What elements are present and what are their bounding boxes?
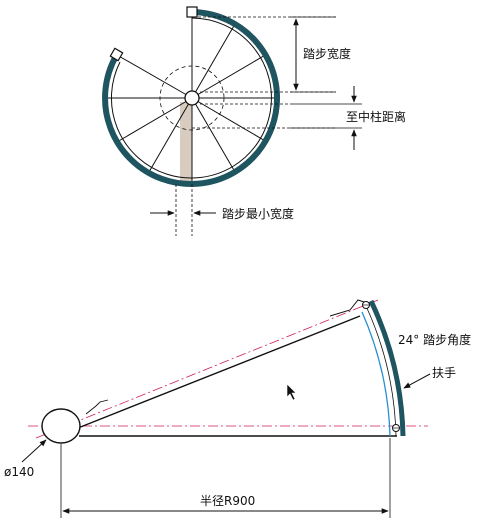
right-extension-lines: [290, 16, 362, 129]
step-plan-view: ø140 扶手 24° 踏步角度 半径R900: [4, 299, 471, 518]
center-post: [184, 90, 200, 106]
rail-inner-edge: [110, 17, 272, 179]
tread-spokes: [106, 14, 278, 184]
handrail-arc: [368, 299, 406, 437]
radius-extension-lines: [60, 438, 391, 518]
break-line-top: [329, 299, 365, 317]
handrail-leader: [403, 373, 431, 389]
step-outline: [77, 315, 397, 437]
mouse-cursor-icon: [286, 383, 297, 401]
walking-line: [159, 65, 225, 131]
tread-width-label: 踏步宽度: [303, 46, 351, 61]
spiral-top-view: 踏步宽度 至中柱距离 踏步最小宽度: [102, 6, 406, 236]
top-newel-post: [186, 6, 198, 18]
center-distance-label: 至中柱距离: [346, 109, 406, 124]
center-lines: [28, 299, 428, 439]
center-post-ellipse: [41, 408, 81, 444]
radius-label: 半径R900: [200, 494, 255, 508]
baluster-markers: [362, 301, 400, 432]
diameter-leader: [21, 439, 47, 463]
min-tread-width-label: 踏步最小宽度: [222, 206, 294, 221]
handrail-ring: [102, 9, 281, 187]
side-newel-post: [109, 47, 124, 62]
step-angle-label: 24° 踏步角度: [398, 332, 471, 347]
handrail-inner-line: [361, 311, 391, 437]
handrail-mid-line: [365, 305, 397, 437]
handrail-label: 扶手: [432, 365, 456, 380]
highlighted-step: [180, 102, 192, 183]
post-diameter-label: ø140: [4, 465, 34, 479]
break-line-left: [85, 399, 109, 415]
